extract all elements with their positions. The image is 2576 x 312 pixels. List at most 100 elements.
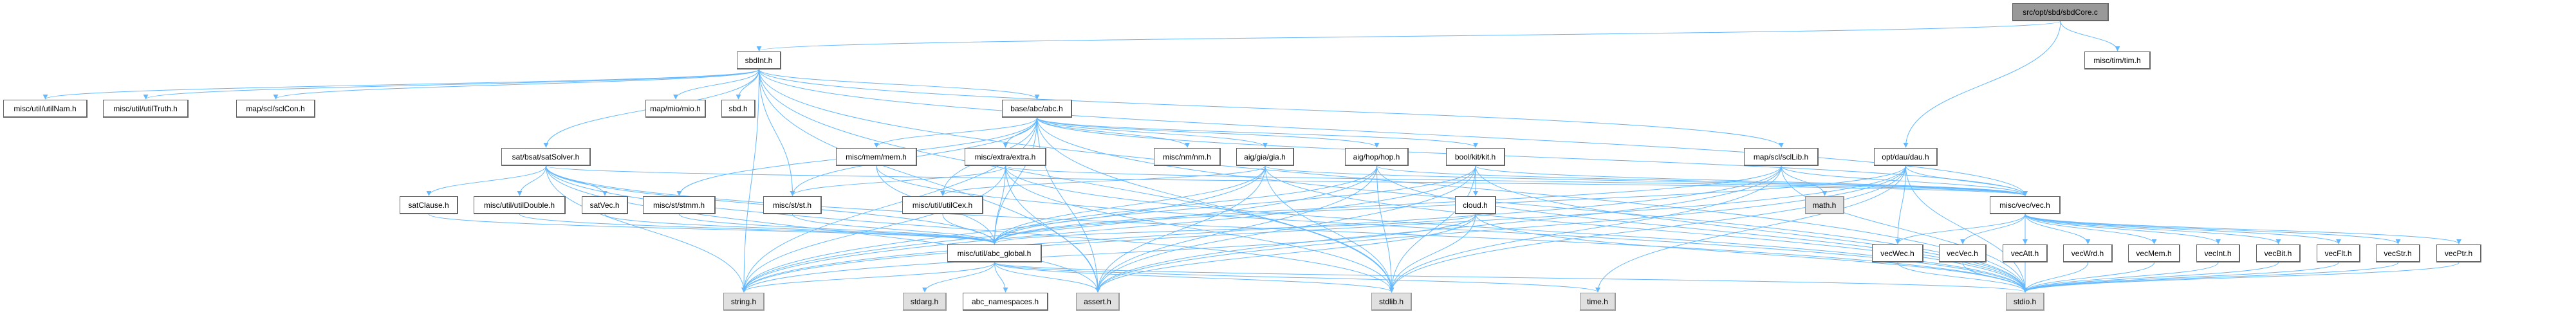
node-label: abc_namespaces.h [971, 297, 1039, 306]
edge-vec-to-vecVec [1960, 214, 2026, 244]
edge-abc_global-to-string [741, 262, 995, 293]
edge-abc-to-mem [874, 117, 1037, 148]
graph-node-mem[interactable]: misc/mem/mem.h [836, 148, 917, 166]
graph-node-hop[interactable]: aig/hop/hop.h [1345, 148, 1409, 166]
graph-node-cloud[interactable]: cloud.h [1455, 196, 1496, 214]
graph-node-utilNam[interactable]: misc/util/utilNam.h [3, 100, 88, 118]
edge-abc-to-gia [1037, 117, 1268, 148]
graph-node-vecWec[interactable]: vecWec.h [1872, 244, 1923, 262]
graph-node-kit[interactable]: bool/kit/kit.h [1446, 148, 1505, 166]
node-label: map/scl/sclLib.h [1753, 152, 1809, 161]
edge-vec-to-vecInt [2025, 214, 2221, 244]
edge-dau-to-stdio [1905, 165, 2028, 293]
edge-sbdInt-to-assert [759, 69, 1100, 293]
graph-node-stmm[interactable]: misc/st/stmm.h [643, 196, 716, 214]
node-label: sat/bsat/satSolver.h [512, 152, 580, 161]
edge-sbdInt-to-st [759, 69, 795, 196]
graph-node-dau[interactable]: opt/dau/dau.h [1874, 148, 1938, 166]
graph-node-vecBit[interactable]: vecBit.h [2256, 244, 2301, 262]
graph-node-satVec[interactable]: satVec.h [582, 196, 628, 214]
edge-satSolver-to-utilDouble [517, 165, 546, 196]
edge-vecPtr-to-stdio [2023, 262, 2460, 293]
edge-sbdInt-to-string [741, 69, 759, 293]
edge-kit-to-abc_global [992, 165, 1476, 244]
edge-abc_global-to-time [994, 262, 1600, 293]
graph-node-st[interactable]: misc/st/st.h [763, 196, 822, 214]
edge-vecFlt-to-stdio [2023, 262, 2339, 293]
graph-node-stdio: stdio.h [2006, 293, 2044, 311]
graph-node-satClause[interactable]: satClause.h [400, 196, 458, 214]
node-label: vecFlt.h [2324, 248, 2352, 258]
graph-node-vecFlt[interactable]: vecFlt.h [2317, 244, 2360, 262]
edge-vecBit-to-stdio [2023, 262, 2279, 293]
edge-sbdInt-to-sbd [736, 69, 759, 100]
graph-node-nm[interactable]: misc/nm/nm.h [1154, 148, 1221, 166]
node-label: misc/util/utilNam.h [14, 104, 77, 113]
edge-gia-to-assert [1095, 165, 1266, 293]
edge-st-to-abc_global [792, 214, 997, 244]
graph-node-mio[interactable]: map/mio/mio.h [645, 100, 706, 118]
edge-abc_global-to-abc_namespaces [994, 262, 1008, 293]
node-label: vecInt.h [2204, 248, 2232, 258]
graph-node-abc-namespaces[interactable]: abc_namespaces.h [963, 293, 1048, 311]
graph-node-vec[interactable]: misc/vec/vec.h [1990, 196, 2061, 214]
edge-gia-to-string [741, 165, 1266, 293]
node-label: misc/extra/extra.h [974, 152, 1036, 161]
node-label: sbdInt.h [745, 55, 773, 65]
node-label: misc/util/utilTruth.h [113, 104, 178, 113]
node-label: vecPtr.h [2444, 248, 2473, 258]
edge-satSolver-to-satClause [426, 165, 546, 196]
graph-node-sbdInt[interactable]: sbdInt.h [737, 51, 781, 69]
graph-node-utilTruth[interactable]: misc/util/utilTruth.h [103, 100, 189, 118]
edge-sbdInt-to-mio [673, 69, 759, 100]
graph-node-utilDouble[interactable]: misc/util/utilDouble.h [474, 196, 566, 214]
graph-node-vecVec[interactable]: vecVec.h [1939, 244, 1987, 262]
edge-dau-to-vec [1905, 165, 2028, 196]
node-label: aig/hop/hop.h [1353, 152, 1400, 161]
graph-node-sbd[interactable]: sbd.h [721, 100, 755, 118]
edge-satVec-to-abc_global [604, 214, 997, 244]
node-label: satVec.h [589, 200, 620, 210]
node-label: map/mio/mio.h [650, 104, 701, 113]
edge-hop-to-vec [1376, 165, 2028, 196]
edge-abc-to-stdlib [1037, 117, 1395, 293]
node-label: vecBit.h [2264, 248, 2292, 258]
graph-node-gia[interactable]: aig/gia/gia.h [1236, 148, 1294, 166]
graph-node-vecInt[interactable]: vecInt.h [2196, 244, 2240, 262]
edge-extra-to-stdio [1005, 165, 2028, 293]
edge-dau-to-stdlib [1389, 165, 1906, 293]
edge-sbdInt-to-utilNam [42, 69, 759, 100]
node-label: assert.h [1084, 297, 1111, 306]
graph-node-abc[interactable]: base/abc/abc.h [1002, 100, 1072, 118]
graph-node-tim[interactable]: misc/tim/tim.h [2084, 51, 2151, 69]
graph-node-satSolver[interactable]: sat/bsat/satSolver.h [501, 148, 591, 166]
edge-kit-to-assert [1095, 165, 1476, 293]
edge-abc_global-to-stdarg [922, 262, 995, 293]
graph-node-vecMem[interactable]: vecMem.h [2128, 244, 2180, 262]
graph-node-sbdCore: src/opt/sbd/sbdCore.c [2012, 3, 2109, 21]
graph-node-vecPtr[interactable]: vecPtr.h [2436, 244, 2481, 262]
edge-sbdCore-to-dau [1903, 21, 2061, 148]
edge-cloud-to-string [741, 214, 1476, 293]
graph-node-abc-global[interactable]: misc/util/abc_global.h [947, 244, 1042, 262]
graph-node-utilCex[interactable]: misc/util/utilCex.h [902, 196, 983, 214]
graph-node-sclLib[interactable]: map/scl/sclLib.h [1744, 148, 1819, 166]
node-label: vecAtt.h [2010, 248, 2039, 258]
graph-node-sclCon[interactable]: map/scl/sclCon.h [236, 100, 315, 118]
edge-vec-to-vecMem [2025, 214, 2157, 244]
edge-extra-to-abc_global [992, 165, 1006, 244]
edge-abc-to-extra [1003, 117, 1037, 148]
graph-node-vecAtt[interactable]: vecAtt.h [2003, 244, 2048, 262]
edge-abc-to-vec [1037, 117, 2028, 196]
edge-dau-to-abc_global [992, 165, 1906, 244]
graph-node-extra[interactable]: misc/extra/extra.h [965, 148, 1046, 166]
edge-abc_global-to-assert [994, 262, 1100, 293]
node-label: stdarg.h [910, 297, 939, 306]
node-label: misc/st/st.h [772, 200, 811, 210]
node-label: stdlib.h [1378, 297, 1404, 306]
graph-node-vecStr[interactable]: vecStr.h [2376, 244, 2420, 262]
node-label: bool/kit/kit.h [1454, 152, 1496, 161]
edge-sclLib-to-string [741, 165, 1782, 293]
graph-node-vecWrd[interactable]: vecWrd.h [2063, 244, 2113, 262]
